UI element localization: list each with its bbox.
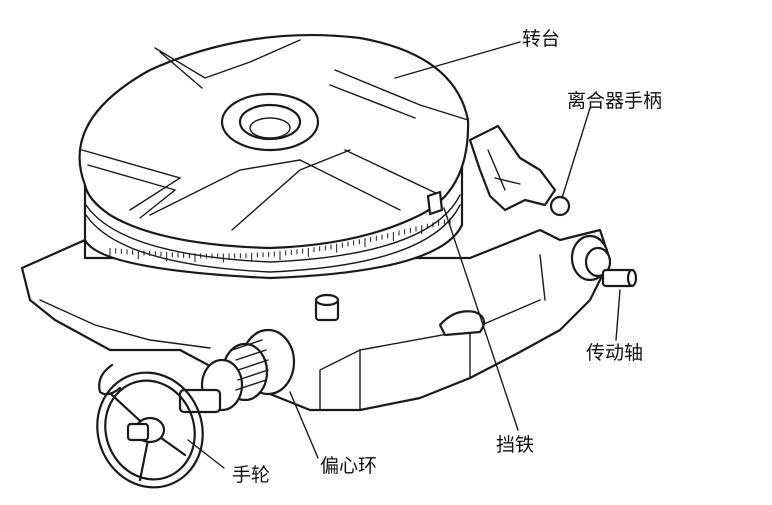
leader-handwheel: [187, 439, 225, 469]
label-clutch-handle: 离合器手柄: [567, 90, 663, 112]
turntable-top: [78, 34, 470, 250]
leader-drive-shaft: [615, 289, 621, 341]
label-stop-block: 挡铁: [496, 434, 535, 456]
label-eccentric-ring: 偏心环: [320, 455, 378, 477]
label-turntable: 转台: [522, 28, 561, 50]
graduation-scale: [109, 218, 451, 263]
label-drive-shaft: 传动轴: [586, 342, 644, 364]
base-slot: [438, 310, 486, 337]
leader-stop-block: [443, 207, 519, 431]
base-bolt: [314, 293, 340, 322]
leader-turntable: [394, 41, 521, 79]
leader-lines: [187, 41, 621, 469]
drive-shaft-part: [570, 234, 638, 288]
clutch-handle-assembly: [468, 124, 571, 217]
handwheel-part: [96, 363, 204, 489]
leader-eccentric-ring: [289, 391, 319, 459]
stop-block-part: [426, 190, 444, 216]
label-handwheel: 手轮: [232, 464, 271, 486]
leader-clutch-handle: [561, 107, 591, 199]
